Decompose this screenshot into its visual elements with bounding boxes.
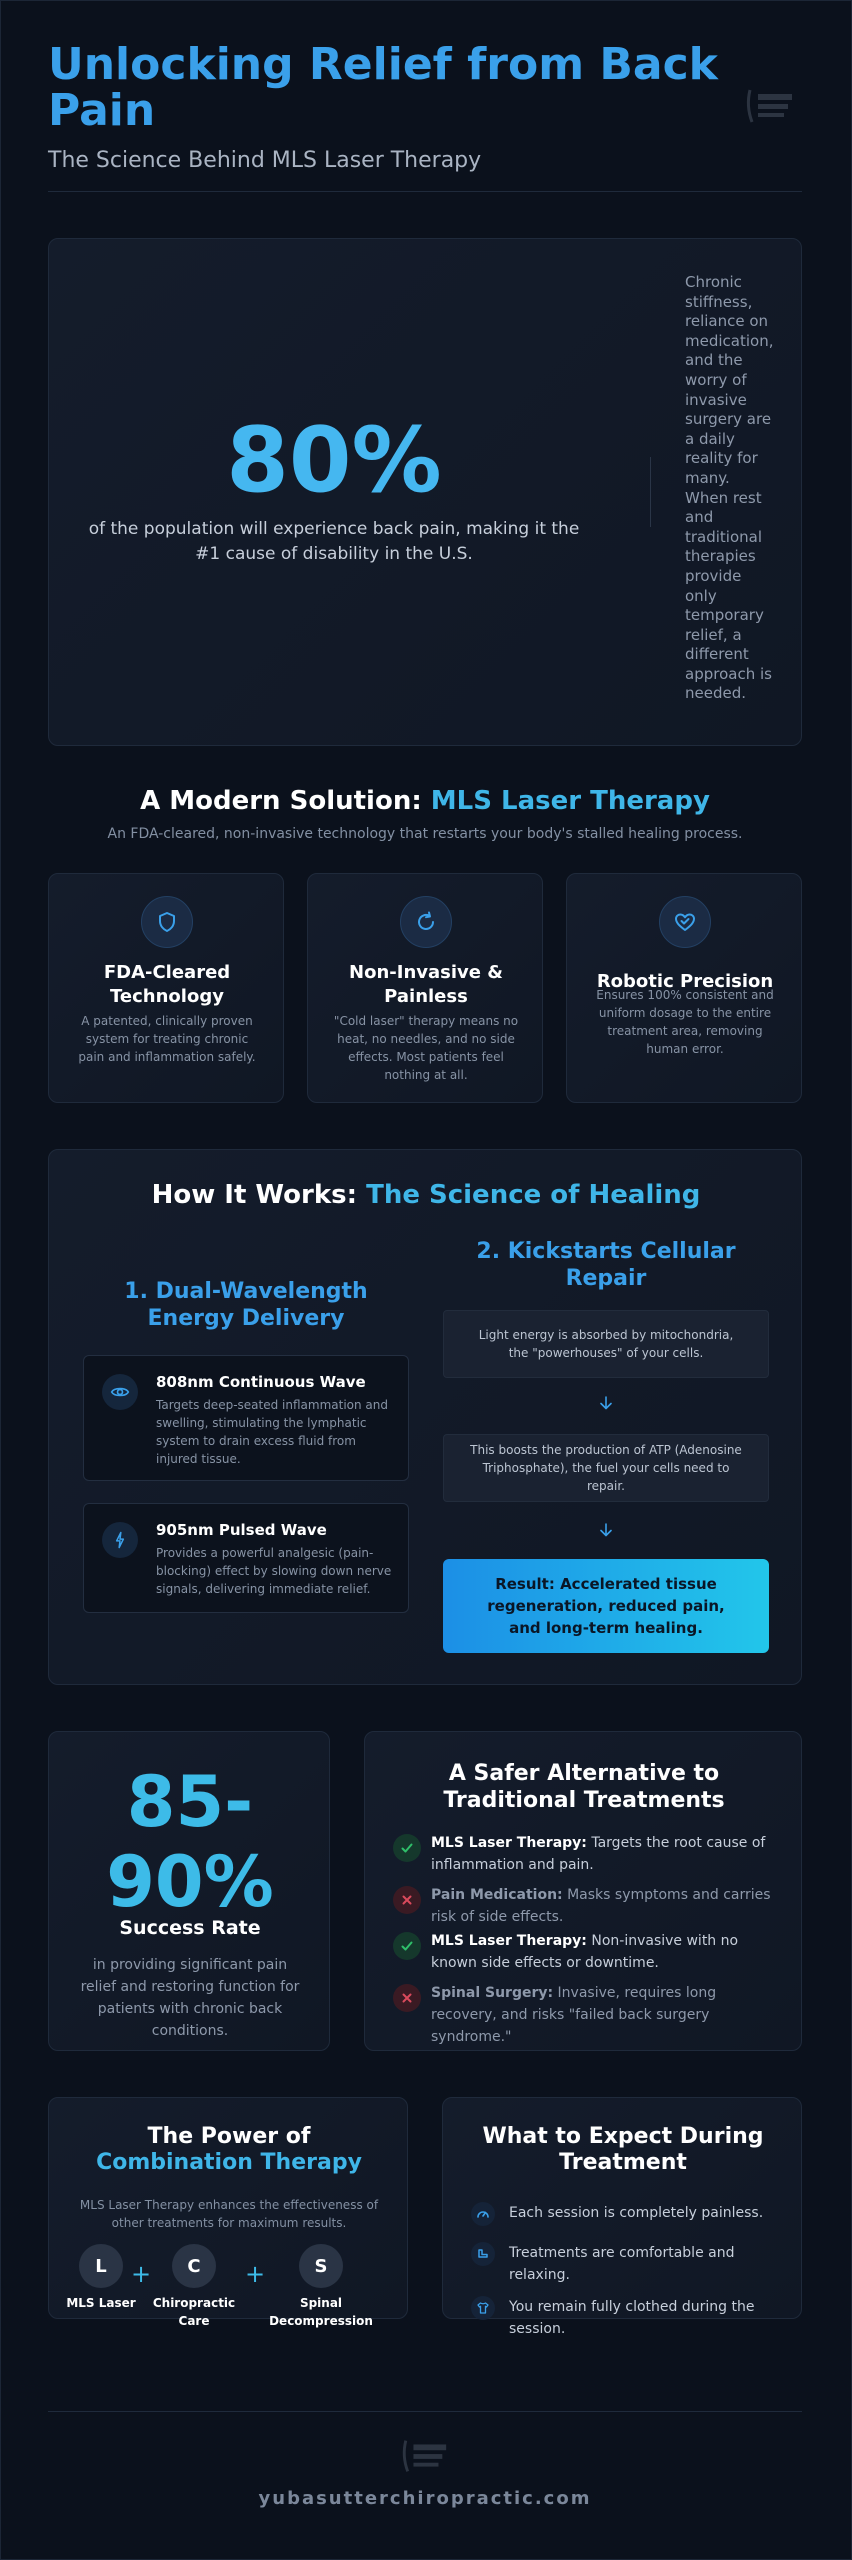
x-icon <box>393 1984 421 2012</box>
stat-hero-card: 80% of the population will experience ba… <box>48 238 802 746</box>
repair-step-2: This boosts the production of ATP (Adeno… <box>443 1434 769 1502</box>
footer-website-link[interactable]: yubasutterchiropractic.com <box>258 2488 592 2509</box>
alternative-label: Spinal Surgery: <box>431 1985 554 2001</box>
x-icon <box>393 1886 421 1914</box>
hero-divider <box>650 457 651 527</box>
header: Unlocking Relief from Back Pain The Scie… <box>48 42 802 192</box>
combo-name: Spinal Decompression <box>269 2296 373 2328</box>
wave-title: 808nm Continuous Wave <box>156 1373 366 1391</box>
combo-title-accent: Combination Therapy <box>96 2150 362 2175</box>
expect-text: Treatments are comfortable and relaxing. <box>509 2245 735 2283</box>
page-subtitle: The Science Behind MLS Laser Therapy <box>48 148 482 173</box>
expect-text: You remain fully clothed during the sess… <box>509 2299 755 2337</box>
feature-text: A patented, clinically proven system for… <box>78 1014 256 1064</box>
alternative-item: MLS Laser Therapy: Targets the root caus… <box>393 1832 783 1876</box>
combo-letter: L <box>79 2244 123 2288</box>
feature-text: "Cold laser" therapy means no heat, no n… <box>333 1014 519 1082</box>
combo-item-chiropractic: C Chiropractic Care <box>139 2244 249 2330</box>
alternative-item: Pain Medication: Masks symptoms and carr… <box>393 1884 783 1928</box>
shirt-icon <box>471 2296 495 2320</box>
alternative-item: MLS Laser Therapy: Non-invasive with no … <box>393 1930 783 1974</box>
refresh-icon <box>400 896 452 948</box>
expect-title: What to Expect During Treatment <box>482 2124 764 2175</box>
wave-text: Targets deep-seated inflammation and swe… <box>156 1398 388 1466</box>
expect-text: Each session is completely painless. <box>509 2205 764 2221</box>
feature-title: Non-Invasive & Painless <box>349 962 503 1007</box>
wave-text: Provides a powerful analgesic (pain-bloc… <box>156 1546 392 1596</box>
col2-title: 2. Kickstarts Cellular Repair <box>476 1239 736 1291</box>
clinic-logo-icon <box>746 89 792 123</box>
hero-description: of the population will experience back p… <box>88 519 580 564</box>
feature-title: FDA-Cleared Technology <box>103 962 231 1007</box>
combo-letter: C <box>172 2244 216 2288</box>
arrow-down-icon <box>600 1523 612 1537</box>
solution-title-accent: MLS Laser Therapy <box>430 786 710 816</box>
combo-letter: S <box>299 2244 343 2288</box>
combo-item-decompression: S Spinal Decompression <box>266 2244 376 2330</box>
shield-icon <box>141 896 193 948</box>
combo-name: Chiropractic Care <box>152 2296 236 2328</box>
alternatives-card: A Safer Alternative to Traditional Treat… <box>364 1731 802 2051</box>
eye-icon <box>102 1374 138 1410</box>
wave-title: 905nm Pulsed Wave <box>156 1521 327 1539</box>
success-rate-stat: 85-90% <box>106 1761 274 1923</box>
check-icon <box>393 1932 421 1960</box>
clinic-logo-icon <box>402 2440 447 2472</box>
combo-item-laser: L MLS Laser <box>46 2244 156 2312</box>
hero-stat: 80% <box>226 408 442 513</box>
feature-card-fda: FDA-Cleared Technology A patented, clini… <box>48 873 284 1103</box>
combo-title-line1: The Power of <box>147 2124 311 2149</box>
alternative-text: MLS Laser Therapy: Non-invasive with no … <box>431 1930 783 1974</box>
feature-text: Ensures 100% consistent and uniform dosa… <box>596 988 774 1056</box>
alternatives-title: A Safer Alternative to Traditional Treat… <box>443 1761 725 1813</box>
alternative-label: Pain Medication: <box>431 1887 563 1903</box>
how-title-accent: The Science of Healing <box>366 1180 701 1210</box>
alternative-text: Spinal Surgery: Invasive, requires long … <box>431 1982 783 2048</box>
gauge-icon <box>471 2202 495 2226</box>
combo-name: MLS Laser <box>66 2296 136 2310</box>
bolt-icon <box>102 1522 138 1558</box>
col1-title: 1. Dual-Wavelength Energy Delivery <box>124 1279 368 1331</box>
alternative-detail: Invasive, requires long recovery, and ri… <box>431 1985 717 2045</box>
success-rate-label: Success Rate <box>119 1917 261 1939</box>
feature-card-robotic: Robotic Precision Ensures 100% consisten… <box>566 873 802 1103</box>
how-it-works-card: How It Works: The Science of Healing 1. … <box>48 1149 802 1685</box>
alternative-text: Pain Medication: Masks symptoms and carr… <box>431 1884 783 1928</box>
combo-subtitle: MLS Laser Therapy enhances the effective… <box>79 2198 379 2230</box>
wave-card-808: 808nm Continuous Wave Targets deep-seate… <box>83 1355 409 1481</box>
plus-icon: + <box>131 2260 152 2288</box>
alternative-item: Spinal Surgery: Invasive, requires long … <box>393 1982 783 2045</box>
couch-icon <box>471 2242 495 2266</box>
footer-divider <box>48 2411 802 2412</box>
plus-icon: + <box>245 2260 266 2288</box>
alternative-label: MLS Laser Therapy: <box>431 1835 587 1851</box>
success-rate-text: in providing significant pain relief and… <box>80 1957 300 2039</box>
page-title: Unlocking Relief from Back Pain <box>48 39 718 136</box>
feature-card-noninvasive: Non-Invasive & Painless "Cold laser" the… <box>307 873 543 1103</box>
solution-subtitle: An FDA-cleared, non-invasive technology … <box>107 826 743 842</box>
how-title-prefix: How It Works: <box>151 1180 367 1210</box>
alternative-detail: Non-invasive with no known side effects … <box>431 1933 739 1971</box>
alternative-detail: Targets the root cause of inflammation a… <box>431 1835 766 1873</box>
heart-check-icon <box>659 896 711 948</box>
arrow-down-icon <box>600 1396 612 1410</box>
solution-title-prefix: A Modern Solution: <box>140 786 431 816</box>
hero-side-text: Chronic stiffness, reliance on medicatio… <box>685 273 774 703</box>
alternative-detail: Masks symptoms and carries risk of side … <box>431 1887 771 1925</box>
alternative-text: MLS Laser Therapy: Targets the root caus… <box>431 1832 783 1876</box>
alternative-label: MLS Laser Therapy: <box>431 1933 587 1949</box>
wave-card-905: 905nm Pulsed Wave Provides a powerful an… <box>83 1503 409 1613</box>
repair-step-1: Light energy is absorbed by mitochondria… <box>443 1310 769 1378</box>
how-title: How It Works: The Science of Healing <box>49 1180 803 1210</box>
check-icon <box>393 1834 421 1862</box>
result-banner: Result: Accelerated tissue regeneration,… <box>443 1559 769 1653</box>
solution-title: A Modern Solution: MLS Laser Therapy <box>48 786 802 816</box>
success-rate-card: 85-90% Success Rate in providing signifi… <box>48 1731 330 2051</box>
what-to-expect-card: What to Expect During Treatment Each ses… <box>442 2097 802 2337</box>
feature-title: Robotic Precision <box>596 971 774 992</box>
